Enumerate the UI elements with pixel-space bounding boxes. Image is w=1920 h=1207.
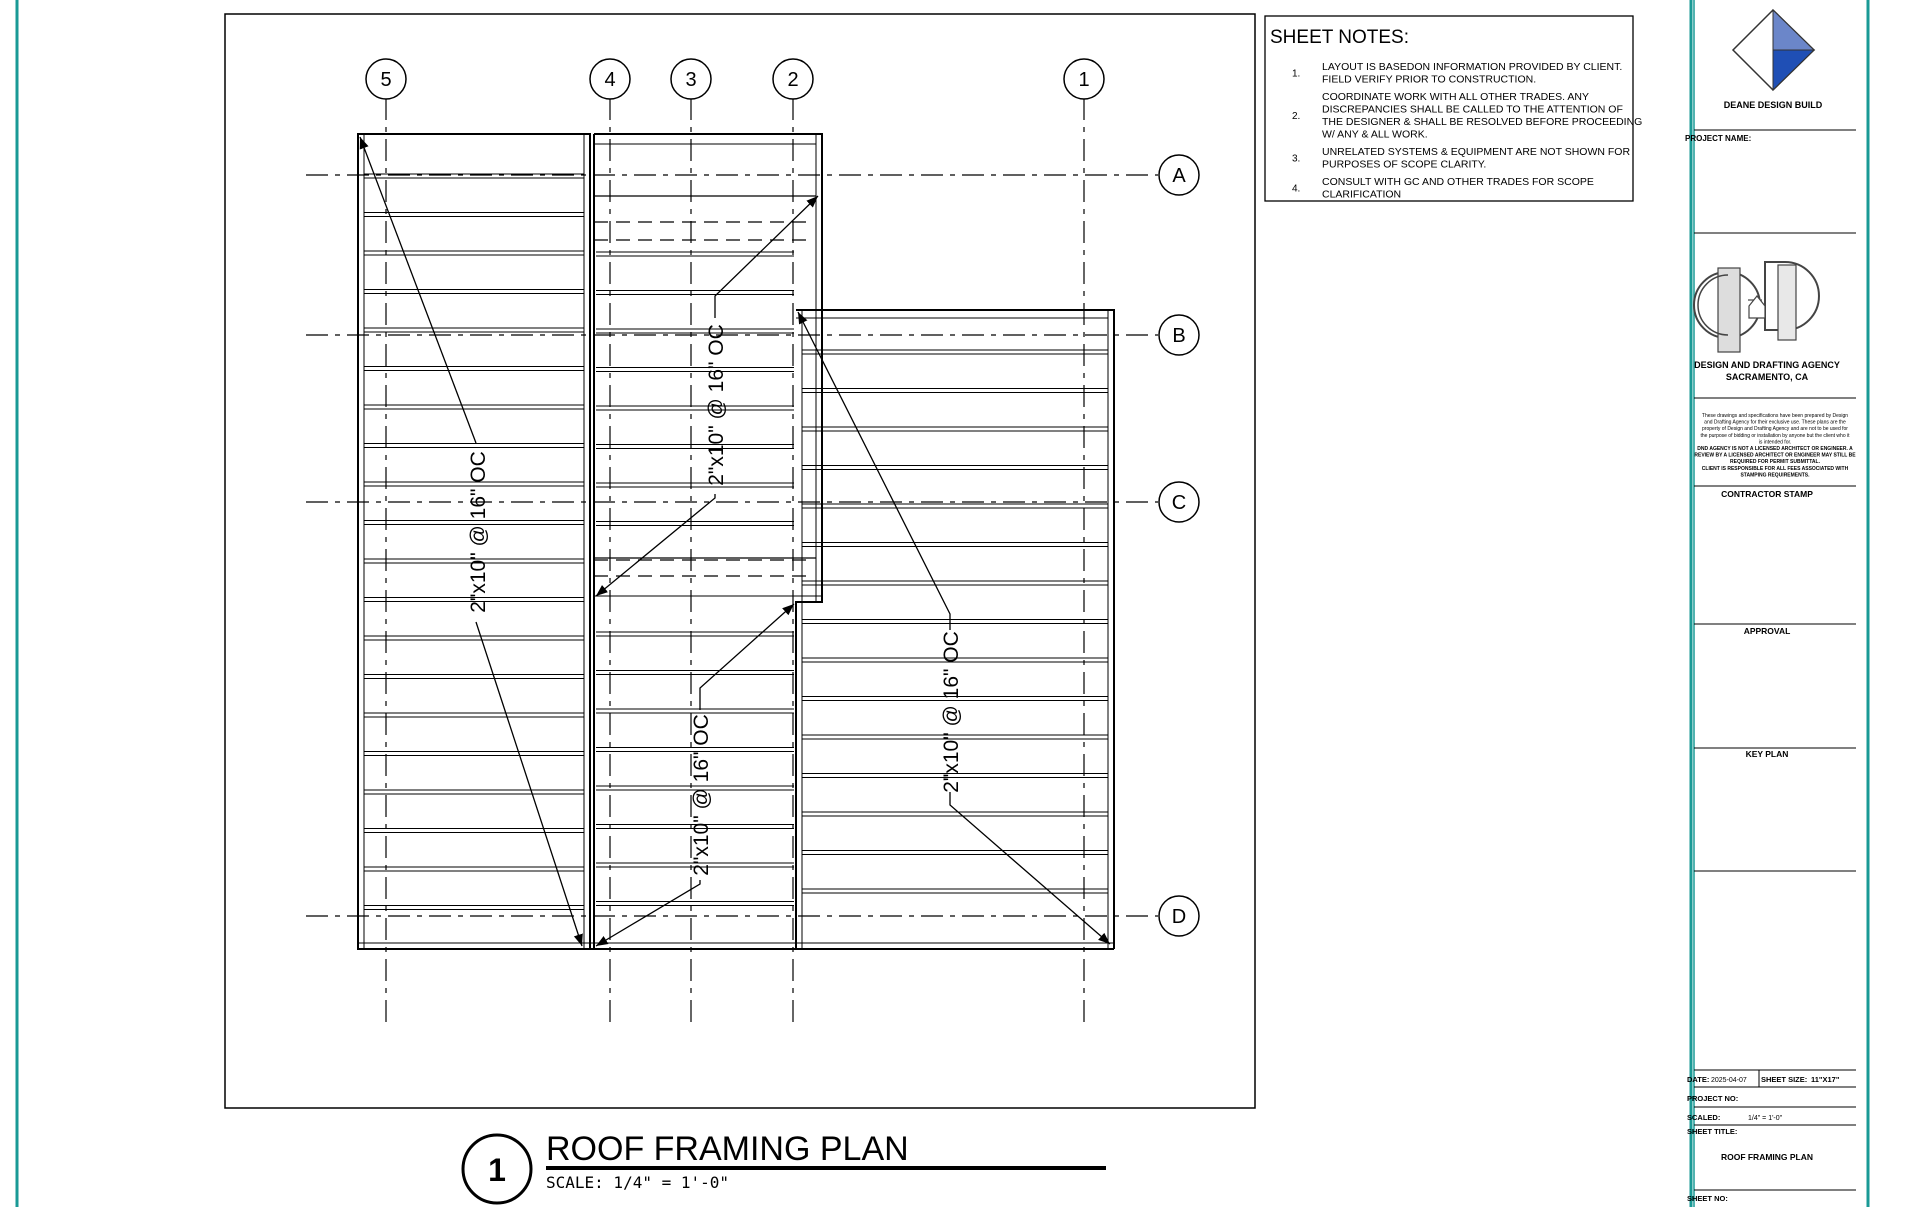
- sheet-size-value: 11"X17": [1811, 1075, 1840, 1084]
- svg-text:5: 5: [380, 69, 391, 91]
- sheet-note-line: W/ ANY & ALL WORK.: [1322, 129, 1428, 141]
- grid-bubble-a: A: [1158, 154, 1200, 196]
- sheet-notes: SHEET NOTES: 1. LAYOUT IS BASEDON INFORMA…: [1264, 15, 1642, 202]
- svg-text:1: 1: [1078, 69, 1089, 91]
- grid-lines: [306, 98, 1158, 1022]
- span-arrow-middle-upper: [595, 195, 819, 597]
- sheet-note-line: COORDINATE WORK WITH ALL OTHER TRADES. A…: [1322, 91, 1589, 103]
- grid-bubble-d: D: [1158, 895, 1200, 937]
- span-arrow-right: [797, 311, 1111, 945]
- disclaimer-line: DND AGENCY IS NOT A LICENSED ARCHITECT O…: [1697, 446, 1853, 452]
- disclaimer-line: the purpose of bidding or installation b…: [1701, 433, 1851, 439]
- svg-text:4: 4: [604, 69, 615, 91]
- disclaimer-line: and Drafting Agency for their exclusive …: [1704, 420, 1846, 426]
- span-arrow-left: [359, 136, 583, 947]
- disclaimer-line: property of Design and Drafting Agency a…: [1702, 426, 1848, 432]
- joist-spec-label-left: 2"x10" @ 16" OC: [467, 451, 490, 613]
- grid-bubble-c: C: [1158, 481, 1200, 523]
- svg-text:B: B: [1172, 325, 1185, 347]
- company-logo-icon: [1731, 8, 1816, 92]
- contractor-stamp-label: CONTRACTOR STAMP: [1721, 489, 1813, 499]
- sheet-note-number: 3.: [1292, 153, 1300, 164]
- sheet-notes-list: 1. LAYOUT IS BASEDON INFORMATION PROVIDED…: [1292, 61, 1642, 201]
- key-plan-label: KEY PLAN: [1746, 749, 1789, 759]
- view-title-text: ROOF FRAMING PLAN: [546, 1130, 909, 1168]
- agency-logo-icon: [1693, 261, 1820, 353]
- disclaimer-line: These drawings and specifications have b…: [1702, 413, 1848, 419]
- disclaimer-line: is intended for.: [1759, 439, 1792, 445]
- sheet-note-line: CONSULT WITH GC AND OTHER TRADES FOR SCO…: [1322, 176, 1594, 188]
- joists-left: [364, 173, 584, 910]
- grid-bubble-2: 2: [772, 58, 814, 100]
- svg-text:D: D: [1172, 906, 1186, 928]
- view-scale: SCALE: 1/4" = 1'-0": [546, 1173, 729, 1192]
- sheet-size-label: SHEET SIZE:: [1761, 1075, 1807, 1084]
- project-no-label: PROJECT NO:: [1687, 1094, 1738, 1103]
- joists-middle: [596, 251, 794, 906]
- sheet-note-line: DISCREPANCIES SHALL BE CALLED TO THE ATT…: [1322, 104, 1623, 116]
- grid-bubble-3: 3: [670, 58, 712, 100]
- roof-section-middle: [594, 133, 823, 949]
- date-label: DATE:: [1687, 1075, 1709, 1084]
- disclaimer-line: REVIEW BY A LICENSED ARCHITECT OR ENGINE…: [1694, 453, 1856, 459]
- disclaimer-text: These drawings and specifications have b…: [1694, 413, 1856, 478]
- sheet-title-value: ROOF FRAMING PLAN: [1721, 1152, 1813, 1162]
- view-title: 1 ROOF FRAMING PLAN SCALE: 1/4" = 1'-0": [461, 1130, 1106, 1205]
- agency-location: SACRAMENTO, CA: [1726, 372, 1809, 382]
- grid-bubble-b: B: [1158, 314, 1200, 356]
- grid-bubble-4: 4: [589, 58, 631, 100]
- sheet-border: [15, 0, 1870, 1207]
- sheet-note-number: 1.: [1292, 68, 1300, 79]
- svg-text:3: 3: [685, 69, 696, 91]
- agency-name: DESIGN AND DRAFTING AGENCY: [1694, 360, 1840, 370]
- sheet-note-line: LAYOUT IS BASEDON INFORMATION PROVIDED B…: [1322, 61, 1622, 73]
- grid-bubble-5: 5: [365, 58, 407, 100]
- roof-framing-plan: [357, 133, 1115, 950]
- scaled-value: 1/4" = 1'-0": [1748, 1115, 1783, 1122]
- date-value: 2025-04-07: [1711, 1077, 1747, 1084]
- company-name: DEANE DESIGN BUILD: [1724, 100, 1823, 110]
- project-name-label: PROJECT NAME:: [1685, 134, 1751, 143]
- view-number-bubble: [461, 1133, 533, 1205]
- sheet-note-line: UNRELATED SYSTEMS & EQUIPMENT ARE NOT SH…: [1322, 146, 1630, 158]
- title-block: DEANE DESIGN BUILD PROJECT NAME: DESIGN …: [1685, 8, 1856, 1203]
- sheet-note-line: CLARIFICATION: [1322, 189, 1401, 201]
- svg-text:A: A: [1172, 165, 1186, 187]
- joist-spec-label-middle-lower: 2"x10" @ 16" OC: [690, 714, 713, 876]
- disclaimer-line: REQUIRED FOR PERMIT SUBMITTAL.: [1730, 459, 1821, 465]
- svg-text:2: 2: [787, 69, 798, 91]
- disclaimer-line: CLIENT IS RESPONSIBLE FOR ALL FEES ASSOC…: [1702, 466, 1849, 472]
- sheet-notes-heading: SHEET NOTES:: [1270, 27, 1409, 48]
- sheet-note-line: PURPOSES OF SCOPE CLARITY.: [1322, 159, 1486, 171]
- roof-section-right: [796, 309, 1115, 949]
- grid-bubble-1: 1: [1063, 58, 1105, 100]
- sheet-note-line: FIELD VERIFY PRIOR TO CONSTRUCTION.: [1322, 74, 1536, 86]
- joists-right: [802, 349, 1108, 894]
- sheet-no-label: SHEET NO:: [1687, 1194, 1728, 1203]
- scaled-label: SCALED:: [1687, 1113, 1720, 1122]
- sheet-note-line: THE DESIGNER & SHALL BE RESOLVED BEFORE …: [1322, 116, 1642, 128]
- joist-spec-label-middle-upper: 2"x10" @ 16" OC: [705, 324, 728, 486]
- svg-text:C: C: [1172, 492, 1186, 514]
- span-arrow-middle-lower: [595, 603, 795, 947]
- sheet-note-number: 2.: [1292, 111, 1300, 122]
- disclaimer-line: STAMPING REQUIREMENTS.: [1740, 472, 1810, 478]
- sheet-note-number: 4.: [1292, 183, 1300, 194]
- viewport-frame: [224, 13, 1256, 1109]
- view-number: 1: [488, 1152, 506, 1188]
- sheet-title-label: SHEET TITLE:: [1687, 1127, 1737, 1136]
- approval-label: APPROVAL: [1744, 626, 1791, 636]
- joist-spec-label-right: 2"x10" @ 16" OC: [940, 631, 963, 793]
